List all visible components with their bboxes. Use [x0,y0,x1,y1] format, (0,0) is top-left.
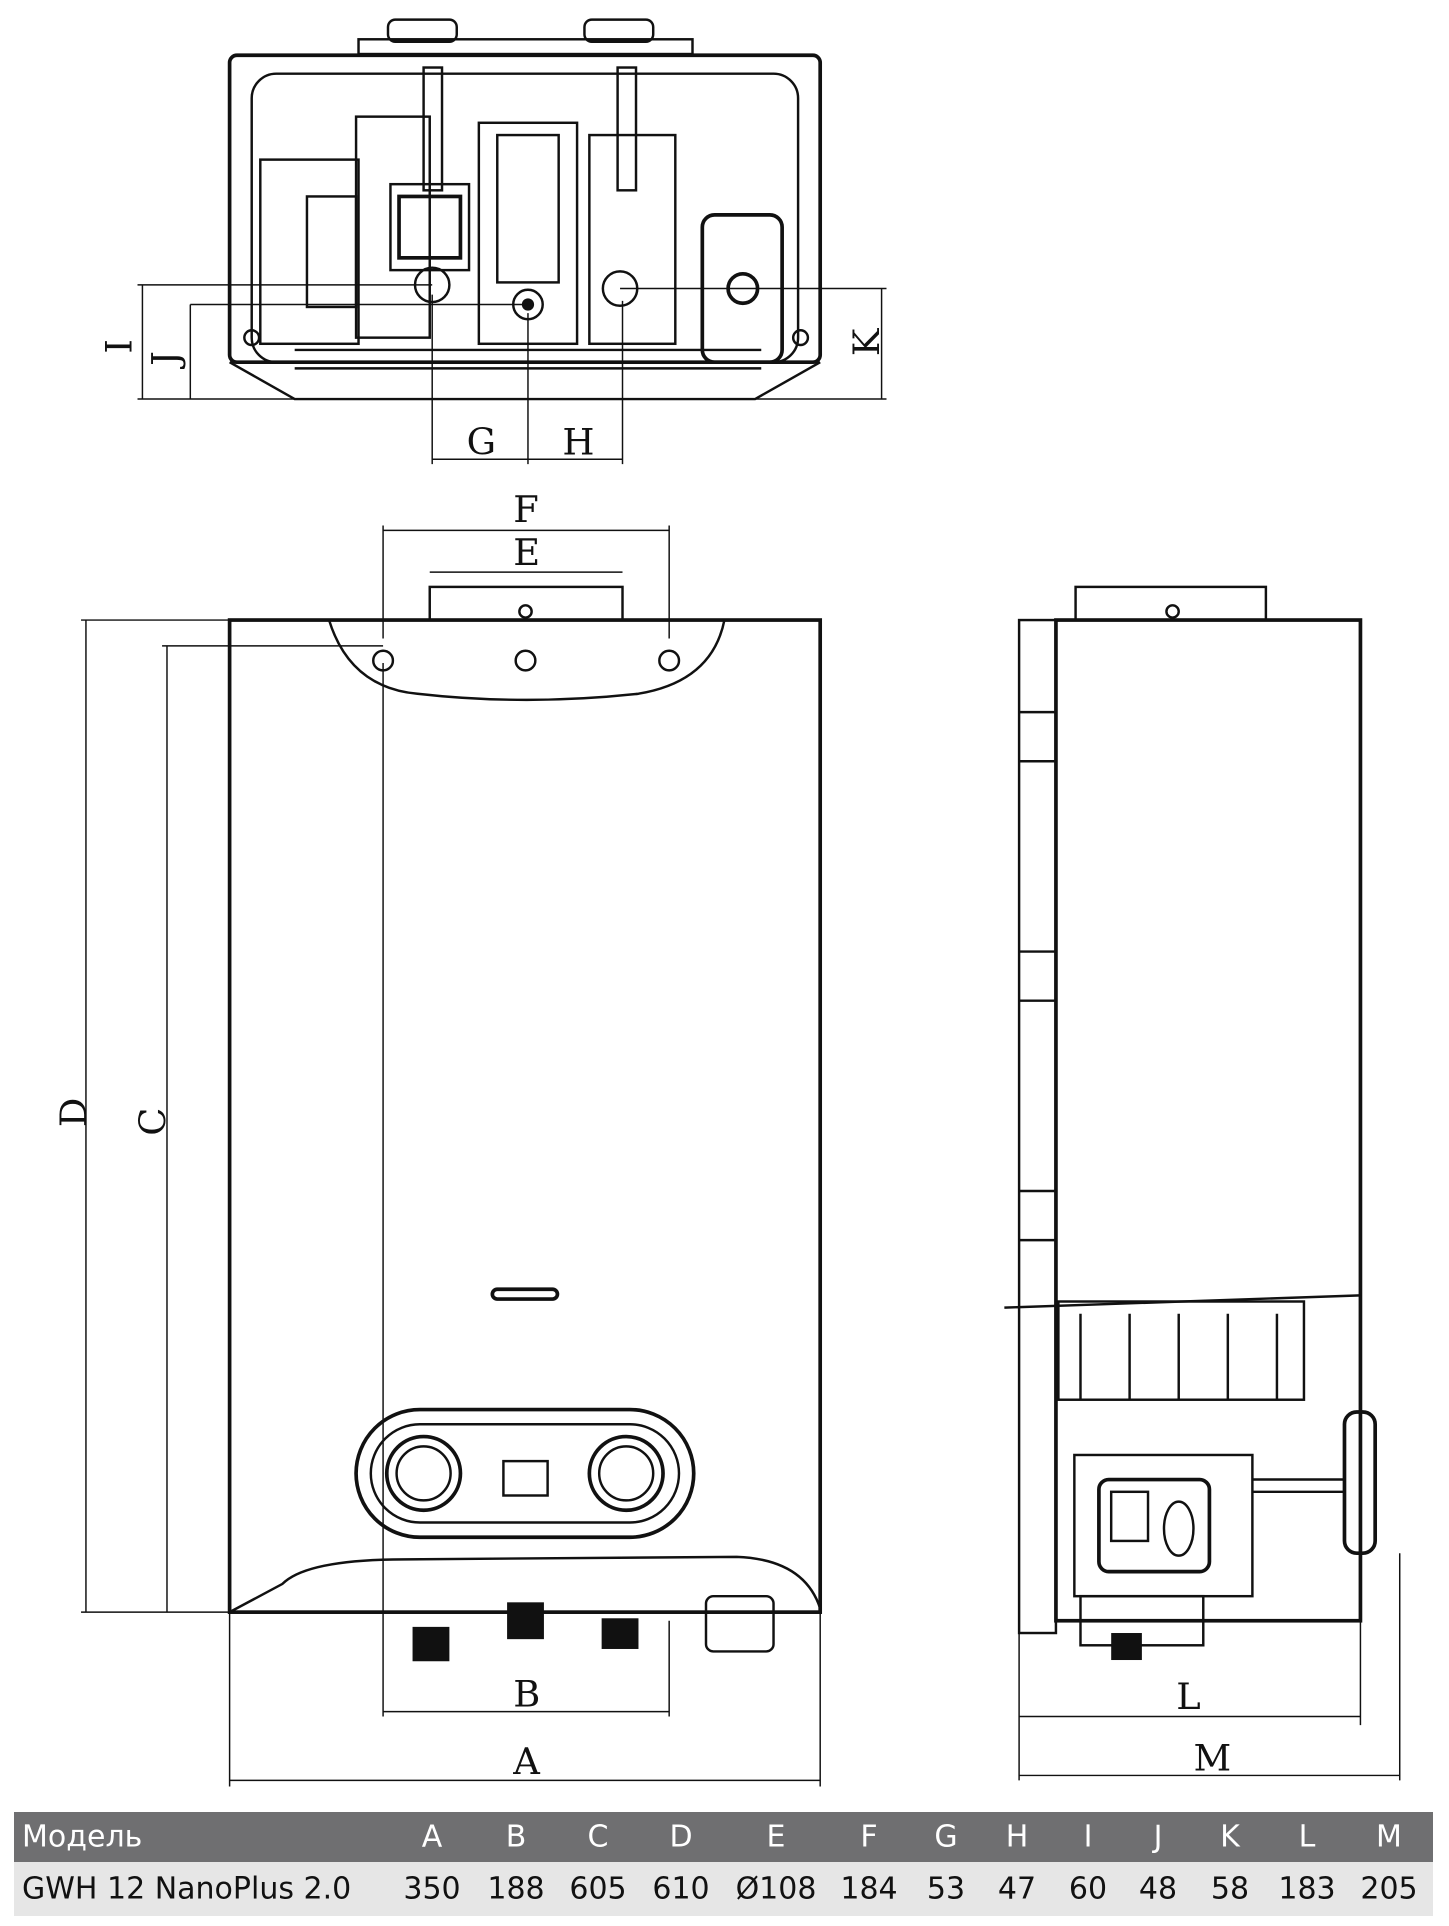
header-h: H [1005,1819,1029,1855]
cell-f: 184 [840,1871,898,1907]
header-b: B [505,1819,527,1855]
header-a: A [421,1819,443,1855]
dim-label-b: B [513,1673,540,1716]
dim-label-h: H [562,420,594,463]
header-l: L [1298,1819,1316,1855]
cell-k: 58 [1210,1871,1250,1907]
header-f: F [860,1819,878,1855]
cell-model: GWH 12 NanoPlus 2.0 [22,1871,352,1907]
cell-h: 47 [997,1871,1037,1907]
cell-b: 188 [487,1871,545,1907]
dim-label-j: J [144,351,187,370]
dim-label-d: D [52,1098,95,1128]
cell-d: 610 [652,1871,710,1907]
header-c: C [587,1819,609,1855]
cell-i: 60 [1068,1871,1108,1907]
table-row: GWH 12 NanoPlus 2.0 350 188 605 610 Ø108… [14,1862,1433,1916]
dim-label-m: M [1193,1737,1231,1780]
header-i: I [1083,1819,1093,1855]
dim-label-e: E [513,531,540,574]
cell-e: Ø108 [735,1871,817,1907]
dim-label-a: A [512,1740,540,1783]
dim-label-k: K [845,327,888,356]
header-g: G [934,1819,958,1855]
dim-label-l: L [1176,1675,1200,1718]
spec-table: Модель A B C D E F G H I J K L M GWH 12 … [14,1812,1433,1916]
dim-label-i: I [97,339,140,354]
header-j: J [1153,1819,1163,1855]
top-view [137,18,887,465]
cell-g: 53 [926,1871,966,1907]
table-header-row: Модель A B C D E F G H I J K L M [14,1812,1433,1862]
front-view [81,525,823,1787]
cell-a: 350 [403,1871,461,1907]
header-model: Модель [22,1819,143,1855]
header-m: M [1376,1819,1402,1855]
dim-label-f: F [513,488,539,531]
technical-drawing: I J K G H F E D C B A [52,18,1401,1787]
cell-j: 48 [1138,1871,1178,1907]
dim-label-c: C [132,1108,175,1136]
header-k: K [1220,1819,1240,1855]
header-e: E [766,1819,786,1855]
cell-c: 605 [569,1871,627,1907]
cell-l: 183 [1278,1871,1336,1907]
side-view [1004,585,1401,1781]
cell-m: 205 [1360,1871,1418,1907]
dim-label-g: G [467,420,496,463]
header-d: D [669,1819,693,1855]
